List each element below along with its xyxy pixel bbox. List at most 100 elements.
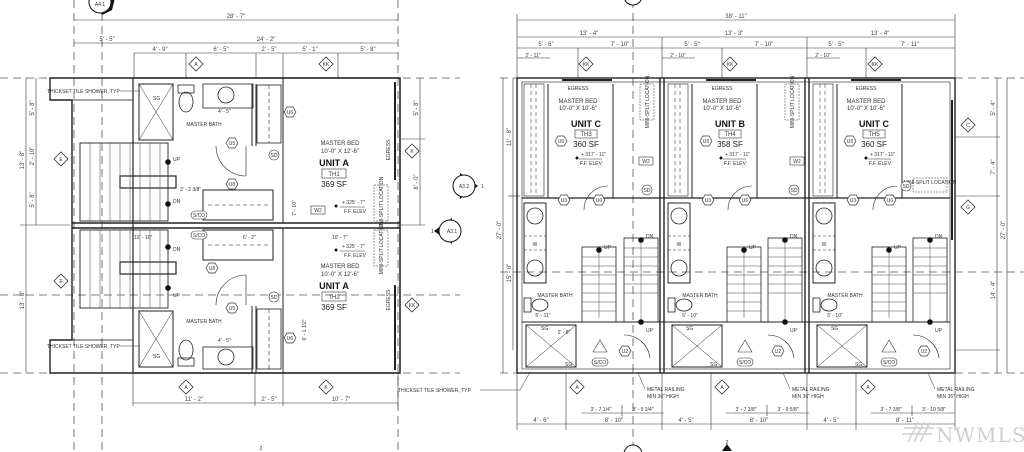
svg-text:SD: SD [903, 184, 910, 190]
bath-label: MASTER BATH [186, 122, 222, 128]
svg-text:W2: W2 [642, 159, 650, 165]
tag-u9: U9 [554, 135, 568, 147]
grid-tag-kk: KK [578, 56, 594, 72]
svg-text:369 SF: 369 SF [321, 303, 347, 312]
section-marker-a41[interactable]: A4.1 [88, 0, 115, 15]
svg-text:10'-0" X 10'-6": 10'-0" X 10'-6" [559, 106, 597, 112]
svg-text:F.F. ELEV: F.F. ELEV [344, 253, 367, 259]
svg-text:U2: U2 [775, 349, 782, 355]
svg-text:SG: SG [831, 326, 838, 332]
svg-text:A4.1: A4.1 [95, 2, 106, 8]
tag-u6: U6 [883, 194, 897, 206]
grid-tag-k: K [318, 379, 334, 395]
left-dimensions-bottom [132, 373, 399, 406]
tag-sco: S/CO [736, 357, 754, 367]
dim-text: 13' - 3" [725, 31, 744, 37]
svg-text:SG: SG [541, 326, 548, 332]
dim-text: 7' - 4" [991, 159, 997, 174]
dim-text: 2' - 10" [670, 53, 686, 59]
grid-tag-kk: KK [867, 56, 883, 72]
svg-text:TH5: TH5 [868, 132, 880, 138]
tag-sd: SD [268, 149, 280, 161]
grid-tag-e: E [53, 273, 69, 289]
section-marker-top-right[interactable] [624, 0, 642, 6]
dim-text: 2' - 11" [525, 53, 540, 59]
svg-text:NWMLS: NWMLS [936, 423, 1024, 447]
tag-sco: S/CO [190, 210, 208, 220]
svg-text:SG: SG [855, 362, 862, 368]
section-marker-a31[interactable]: A3.1 1 [431, 218, 462, 244]
stair-label: UP [894, 245, 902, 251]
tag-sd: SD [641, 184, 653, 196]
grid-tag-a: A [569, 379, 585, 395]
dim-text: 4' - 5" [678, 418, 693, 424]
dim-text: 4' - 6" [533, 418, 548, 424]
stair-label: DN [173, 247, 181, 253]
left-building-right-dims [400, 78, 425, 226]
dim-text: 5' - 8" [360, 47, 375, 53]
svg-text:MINI-SPLIT LOCATION: MINI-SPLIT LOCATION [904, 180, 957, 186]
svg-text:1: 1 [481, 184, 484, 190]
svg-text:W: W [677, 242, 682, 248]
tag-u2: U2 [618, 345, 632, 357]
dim-text: 3' - 7 1/4" [590, 407, 611, 413]
svg-text:A: A [720, 385, 724, 391]
section-marker-bottom[interactable] [623, 444, 643, 452]
dim-text: 14' - 4" [991, 281, 997, 300]
dim-text: 5' - 5" [828, 42, 843, 48]
dim-text: 7' - 11" [901, 42, 919, 48]
svg-text:TH4: TH4 [724, 132, 736, 138]
svg-text:EGRESS: EGRESS [568, 86, 590, 92]
svg-text:+ 317' - 11": + 317' - 11" [581, 152, 606, 158]
svg-text:METAL RAILING: METAL RAILING [937, 387, 975, 393]
right-dimensions-bottom [516, 373, 956, 430]
dim-text: 7' - 10" [611, 42, 630, 48]
dim-text: 13' - 8" [20, 291, 26, 310]
svg-text:U8: U8 [229, 182, 236, 188]
svg-text:S/CO: S/CO [193, 213, 205, 219]
svg-text:10'-0" X 12'-6": 10'-0" X 12'-6" [321, 272, 359, 278]
stair-treads-right [582, 240, 947, 320]
right-dimensions-top [516, 14, 956, 80]
stair-label: DN [646, 234, 654, 240]
stair-markers-left [165, 159, 171, 291]
tag-u2: U2 [917, 345, 931, 357]
dim-text: 5' - 8" [30, 100, 36, 115]
w2-label: W2 [314, 208, 322, 214]
w2-tag [310, 205, 326, 215]
svg-text:A: A [184, 385, 188, 391]
svg-text:MIN 36" HIGH: MIN 36" HIGH [937, 394, 969, 400]
svg-text:TH1: TH1 [328, 172, 340, 178]
svg-text:MASTER BED: MASTER BED [320, 264, 360, 270]
svg-text:U8: U8 [209, 266, 216, 272]
section-marker-a32[interactable]: A3.2 1 [452, 173, 484, 199]
dim-text: 3' - 7 3/8" [880, 407, 901, 413]
dim-text: 3' - 9 5/8" [777, 407, 798, 413]
minisplit-location-left: MINI-SPLIT LOCATION MINI-SPLIT LOCATION [373, 176, 389, 274]
dim-text: 7' - 10" [755, 42, 774, 48]
right-overall-width: 38' - 11" [725, 14, 747, 20]
tag-u6: U6 [283, 332, 297, 344]
unit-a-th2: + 325' - 7" F.F. ELEV MASTER BED 10'-0" … [319, 244, 366, 312]
svg-text:K: K [410, 149, 414, 155]
svg-text:U2: U2 [921, 349, 928, 355]
dim-text: 8' - 10" [750, 418, 769, 424]
svg-text:KK: KK [727, 62, 734, 68]
grid-tag-a: A [178, 379, 194, 395]
svg-text:F.F. ELEV: F.F. ELEV [580, 161, 603, 167]
unit-b-th4: EGRESS MASTER BED 10'-0" X 10'-6" UNIT B… [682, 86, 750, 319]
shower-callout-bottom: THICKSET TILE SHOWER, TYP [47, 344, 120, 350]
dim-text: 27' - 0" [1001, 221, 1007, 240]
svg-text:S/CO: S/CO [193, 233, 205, 239]
dim-text: 3' - 9 3/4" [632, 407, 653, 413]
dim-text: 4' - 5" [218, 109, 231, 115]
svg-text:S/CO: S/CO [739, 360, 751, 366]
svg-text:A: A [866, 385, 870, 391]
tag-sg: SG SG SG SG SG SG [541, 326, 862, 368]
svg-text:KK: KK [583, 62, 590, 68]
svg-text:SG: SG [565, 362, 572, 368]
svg-text:+ 325' - 7": + 325' - 7" [342, 244, 365, 250]
w2-tag: W2 W2 [638, 156, 805, 166]
svg-text:2: 2 [726, 440, 729, 446]
